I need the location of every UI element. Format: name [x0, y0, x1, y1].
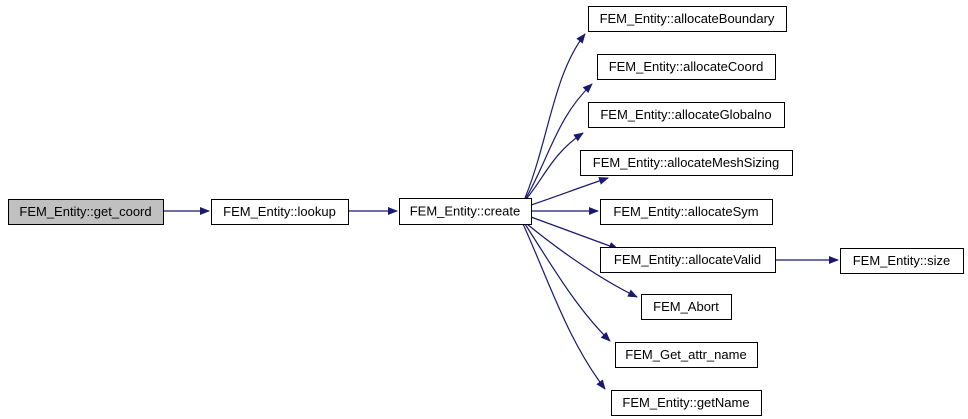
node-lookup[interactable]: FEM_Entity::lookup — [211, 199, 349, 225]
node-label-fem-get-attr-name: FEM_Get_attr_name — [625, 347, 746, 362]
node-box-get-coord — [8, 199, 164, 225]
node-label-allocateglobalno: FEM_Entity::allocateGlobalno — [600, 107, 771, 122]
node-allocatecoord[interactable]: FEM_Entity::allocateCoord — [597, 54, 776, 80]
node-label-size: FEM_Entity::size — [853, 253, 951, 268]
node-label-getname: FEM_Entity::getName — [622, 395, 749, 410]
node-box-fem-abort[interactable] — [641, 294, 732, 320]
call-edge-create-to-allocateGlobalno — [526, 132, 584, 199]
node-box-allocatemeshsizing[interactable] — [580, 150, 793, 176]
node-allocatemeshsizing[interactable]: FEM_Entity::allocateMeshSizing — [580, 150, 793, 176]
node-label-allocatemeshsizing: FEM_Entity::allocateMeshSizing — [593, 155, 779, 170]
node-allocatevalid[interactable]: FEM_Entity::allocateValid — [600, 247, 776, 273]
call-edge-create-to-FEM_Abort — [526, 223, 638, 298]
call-edge-create-to-allocateBoundary — [524, 33, 586, 199]
node-label-get-coord: FEM_Entity::get_coord — [19, 204, 151, 219]
node-allocateboundary[interactable]: FEM_Entity::allocateBoundary — [588, 6, 787, 32]
node-allocateglobalno[interactable]: FEM_Entity::allocateGlobalno — [588, 102, 785, 128]
node-allocatesym[interactable]: FEM_Entity::allocateSym — [600, 199, 773, 225]
node-box-create[interactable] — [399, 198, 532, 225]
node-get-coord: FEM_Entity::get_coord — [8, 199, 164, 225]
node-getname[interactable]: FEM_Entity::getName — [611, 390, 762, 416]
node-label-allocatecoord: FEM_Entity::allocateCoord — [609, 59, 764, 74]
node-create[interactable]: FEM_Entity::create — [399, 198, 532, 225]
node-label-allocateboundary: FEM_Entity::allocateBoundary — [600, 11, 775, 26]
node-box-size[interactable] — [840, 248, 964, 274]
call-edge-create-to-getName — [522, 223, 606, 390]
node-box-lookup[interactable] — [211, 199, 349, 225]
call-edge-create-to-allocateValid — [530, 216, 619, 250]
node-box-allocateboundary[interactable] — [588, 6, 787, 32]
node-box-allocateglobalno[interactable] — [588, 102, 785, 128]
node-label-create: FEM_Entity::create — [410, 203, 521, 218]
node-box-allocatecoord[interactable] — [597, 54, 776, 80]
call-edge-create-to-FEM_Get_attr_name — [524, 223, 611, 342]
call-edge-create-to-allocateMeshSizing — [530, 177, 609, 206]
node-label-lookup: FEM_Entity::lookup — [223, 204, 336, 219]
node-size[interactable]: FEM_Entity::size — [840, 248, 964, 274]
node-fem-abort[interactable]: FEM_Abort — [641, 294, 732, 320]
node-box-getname[interactable] — [611, 390, 762, 416]
node-fem-get-attr-name[interactable]: FEM_Get_attr_name — [615, 342, 758, 368]
node-box-allocatesym[interactable] — [600, 199, 773, 225]
node-box-fem-get-attr-name[interactable] — [615, 342, 758, 368]
node-box-allocatevalid[interactable] — [600, 247, 776, 273]
call-edge-create-to-allocateCoord — [525, 83, 593, 199]
node-label-allocatesym: FEM_Entity::allocateSym — [613, 204, 758, 219]
node-label-allocatevalid: FEM_Entity::allocateValid — [614, 252, 761, 267]
node-label-fem-abort: FEM_Abort — [653, 299, 719, 314]
